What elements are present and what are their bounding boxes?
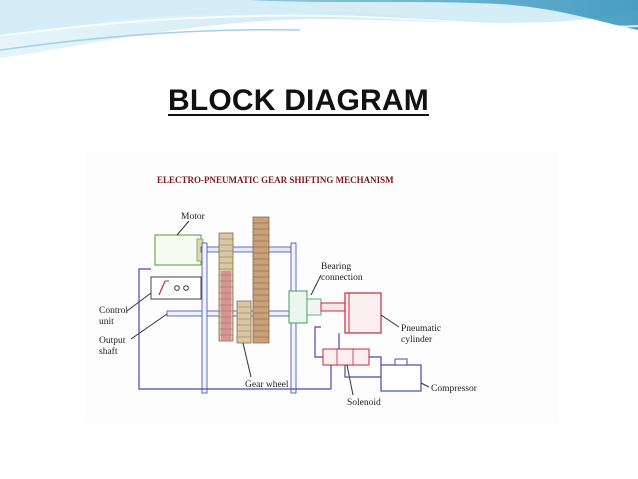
bearing-label-1: Bearing xyxy=(321,262,351,272)
diagram-title: ELECTRO-PNEUMATIC GEAR SHIFTING MECHANIS… xyxy=(157,175,394,185)
header-wave xyxy=(0,0,638,58)
control-unit-label-2: unit xyxy=(99,317,114,327)
pneumatic-label-1: Pneumatic xyxy=(401,324,441,334)
control-unit-label-1: Control xyxy=(99,306,128,316)
motor-shaft xyxy=(200,246,292,253)
pneumatic-label-2: cylinder xyxy=(401,335,433,345)
motor-label: Motor xyxy=(181,212,206,222)
bearing-label-2: connection xyxy=(321,273,363,283)
gear-wheel-right xyxy=(252,216,270,344)
solenoid-label: Solenoid xyxy=(347,398,381,408)
control-unit-block xyxy=(126,276,202,312)
compressor-label: Compressor xyxy=(431,384,478,394)
gear-shifting-diagram: ELECTRO-PNEUMATIC GEAR SHIFTING MECHANIS… xyxy=(99,175,478,408)
solenoid-valve xyxy=(322,348,370,396)
gear-wheel-left xyxy=(218,232,234,342)
output-shaft-label-2: shaft xyxy=(99,346,118,357)
pneumatic-cylinder xyxy=(320,292,400,334)
frame-support-left xyxy=(201,242,208,394)
wiring-lines xyxy=(138,268,382,390)
output-shaft-label-1: Output xyxy=(99,336,126,346)
gear-wheel-label: Gear wheel xyxy=(245,380,289,390)
motor-block xyxy=(154,220,204,266)
gear-wheel-center xyxy=(236,300,252,344)
slide-title: BLOCK DIAGRAM xyxy=(168,84,429,117)
compressor-block xyxy=(380,358,430,392)
